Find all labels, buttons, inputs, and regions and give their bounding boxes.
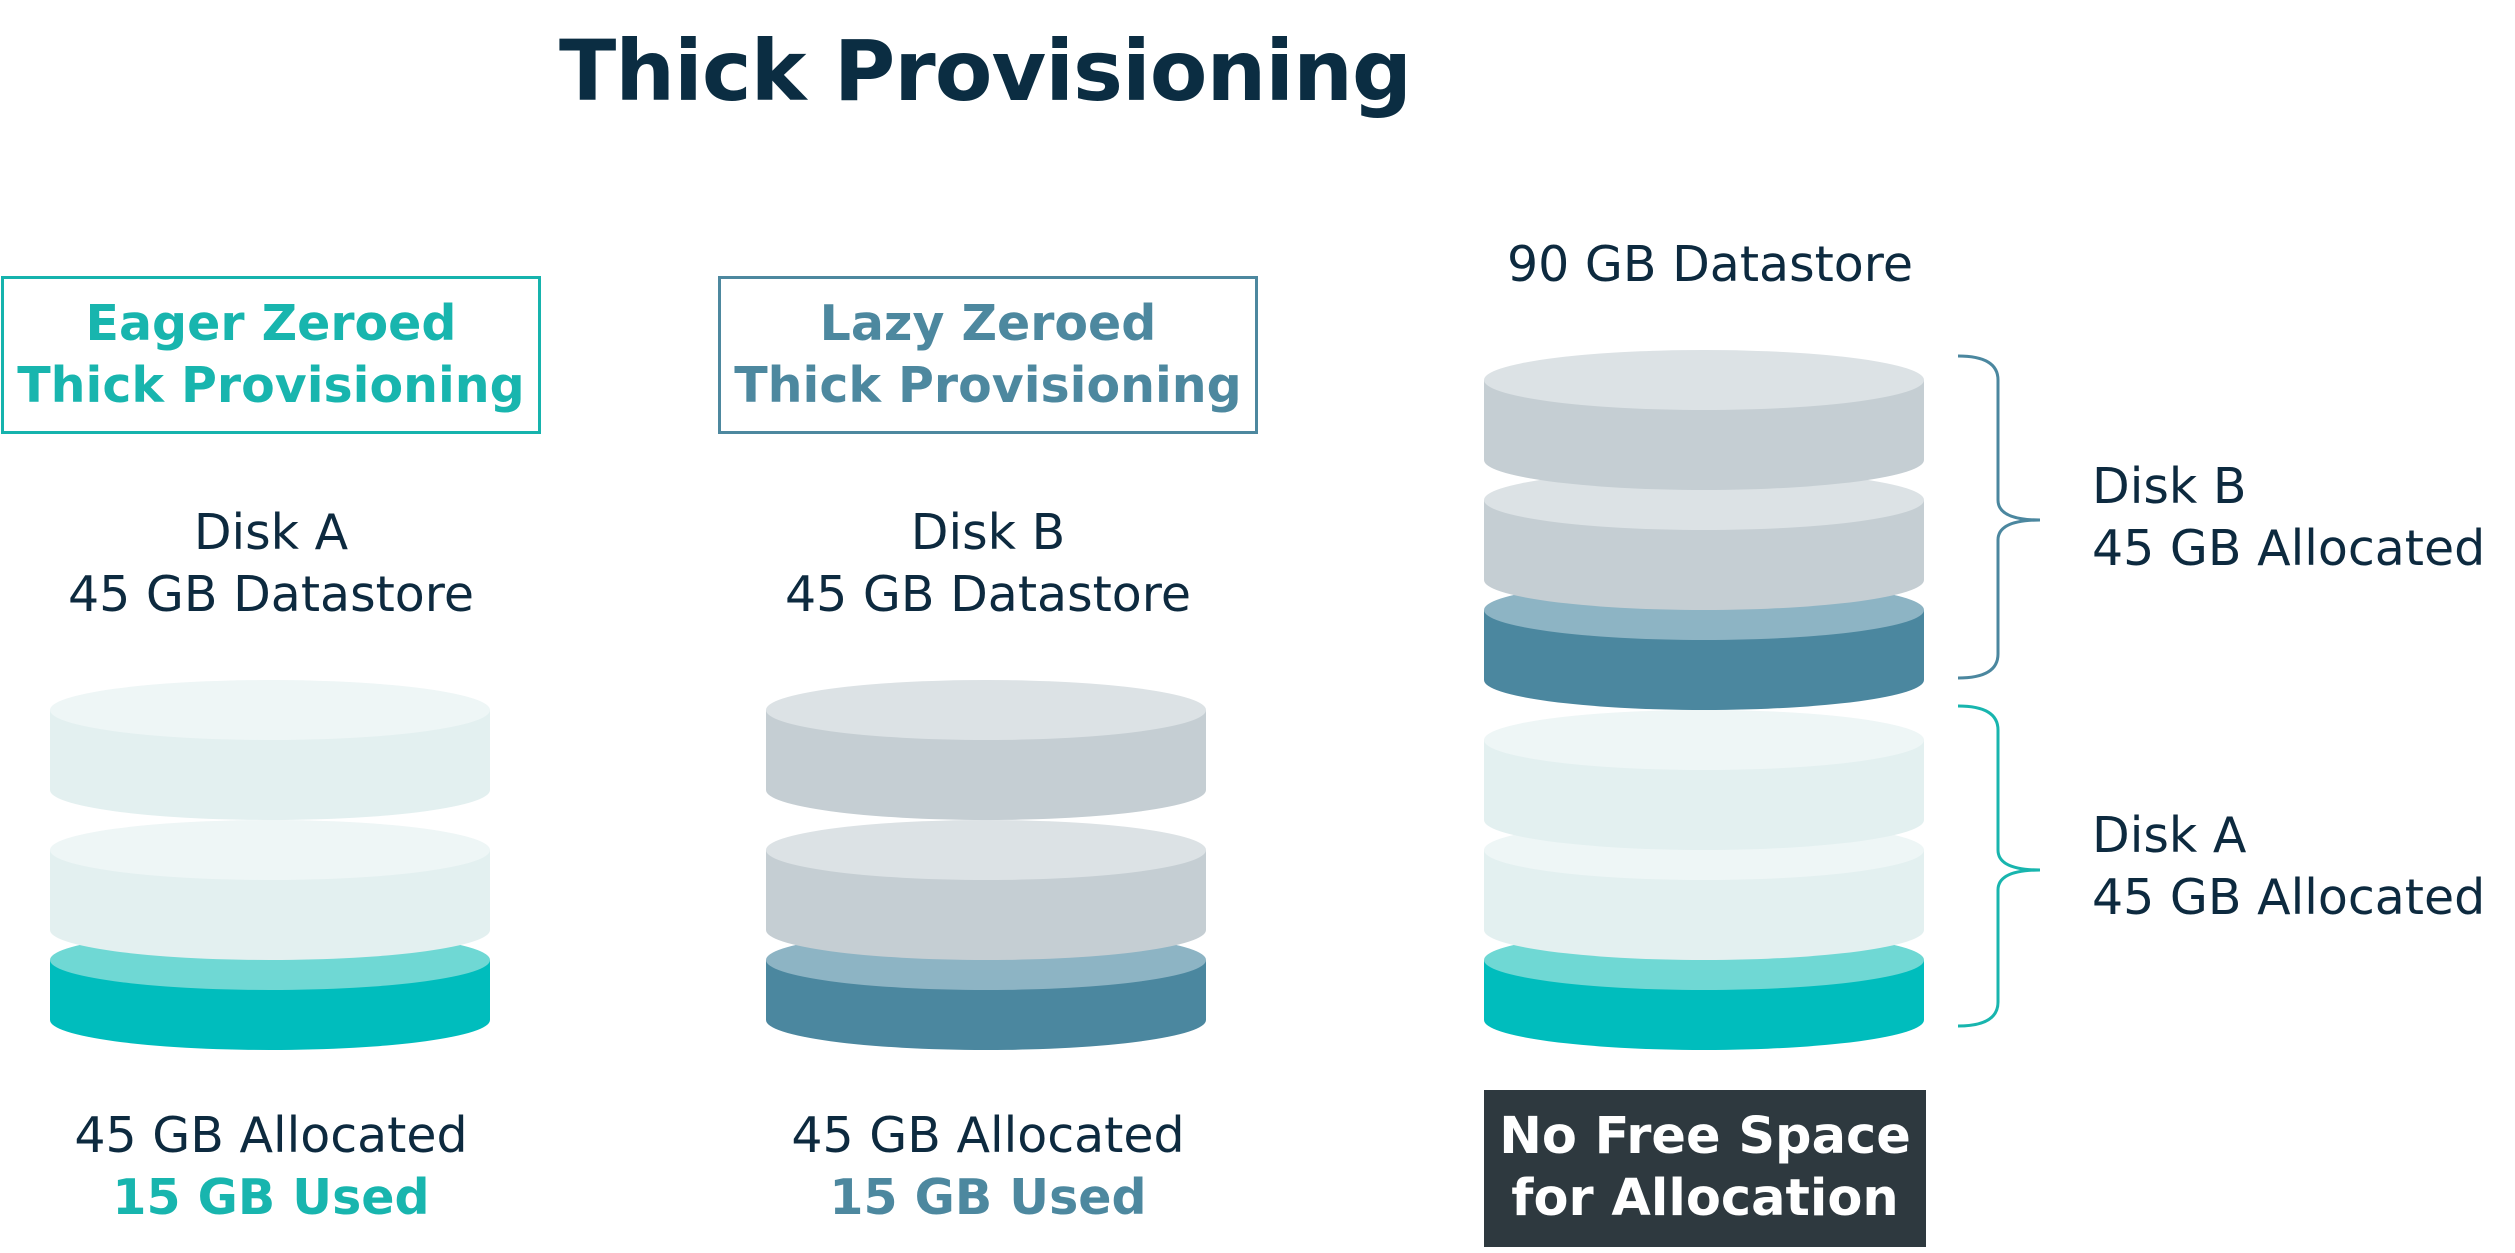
shared-layer-6-top (1484, 350, 1924, 410)
disk-a-layer-middle-top (50, 820, 490, 880)
lazy-zeroed-line1: Lazy Zeroed (819, 295, 1157, 352)
shared-disk-a-allocated: 45 GB Allocated (2092, 869, 2486, 926)
disk-a-bracket (1957, 704, 2041, 1028)
shared-layer-3 (1484, 740, 1924, 850)
shared-disk-b-name: Disk B (2092, 458, 2247, 515)
shared-disk-b-label: Disk B 45 GB Allocated (2092, 456, 2515, 580)
no-free-space-badge: No Free Space for Allocation (1484, 1090, 1926, 1247)
eager-zeroed-line2: Thick Provisioning (17, 357, 525, 414)
disk-b-datastore: 45 GB Datastore (784, 566, 1192, 623)
disk-a-allocated: 45 GB Allocated (74, 1107, 468, 1164)
eager-zeroed-box: Eager Zeroed Thick Provisioning (1, 276, 541, 434)
disk-a-cylinder (50, 680, 490, 1050)
disk-b-cylinder (766, 680, 1206, 1050)
shared-disk-a-name: Disk A (2092, 807, 2247, 864)
disk-a-name: Disk A (193, 504, 349, 561)
disk-a-layer-top-top (50, 680, 490, 740)
shared-disk-b-allocated: 45 GB Allocated (2092, 520, 2486, 577)
disk-b-allocated: 45 GB Allocated (791, 1107, 1185, 1164)
shared-disk-a-label: Disk A 45 GB Allocated (2092, 805, 2515, 929)
disk-b-bracket (1957, 354, 2041, 680)
lazy-zeroed-line2: Thick Provisioning (734, 357, 1242, 414)
shared-layer-6 (1484, 380, 1924, 490)
shared-layer-2 (1484, 850, 1924, 960)
disk-b-usage: 45 GB Allocated 15 GB Used (718, 1105, 1258, 1229)
disk-a-used: 15 GB Used (112, 1169, 430, 1226)
page-title: Thick Provisioning (558, 22, 1412, 120)
disk-a-usage: 45 GB Allocated 15 GB Used (1, 1105, 541, 1229)
shared-layer-5 (1484, 500, 1924, 610)
shared-cylinder (1484, 350, 1924, 1050)
shared-datastore-label: 90 GB Datastore (1400, 234, 2020, 296)
disk-b-used: 15 GB Used (829, 1169, 1147, 1226)
lazy-zeroed-box: Lazy Zeroed Thick Provisioning (718, 276, 1258, 434)
disk-a-layer-top (50, 710, 490, 820)
eager-zeroed-line1: Eager Zeroed (85, 295, 457, 352)
disk-a-datastore: 45 GB Datastore (67, 566, 475, 623)
disk-b-layer-middle-top (766, 820, 1206, 880)
no-free-space-line2: for Allocation (1511, 1169, 1899, 1228)
disk-a-layer-middle (50, 850, 490, 960)
disk-b-layer-middle (766, 850, 1206, 960)
disk-b-layer-top-top (766, 680, 1206, 740)
disk-b-label: Disk B 45 GB Datastore (718, 502, 1258, 626)
shared-datastore-text: 90 GB Datastore (1506, 236, 1914, 293)
shared-layer-3-top (1484, 710, 1924, 770)
disk-a-label: Disk A 45 GB Datastore (1, 502, 541, 626)
disk-b-name: Disk B (910, 504, 1066, 561)
no-free-space-line1: No Free Space (1499, 1107, 1911, 1166)
disk-b-layer-top (766, 710, 1206, 820)
